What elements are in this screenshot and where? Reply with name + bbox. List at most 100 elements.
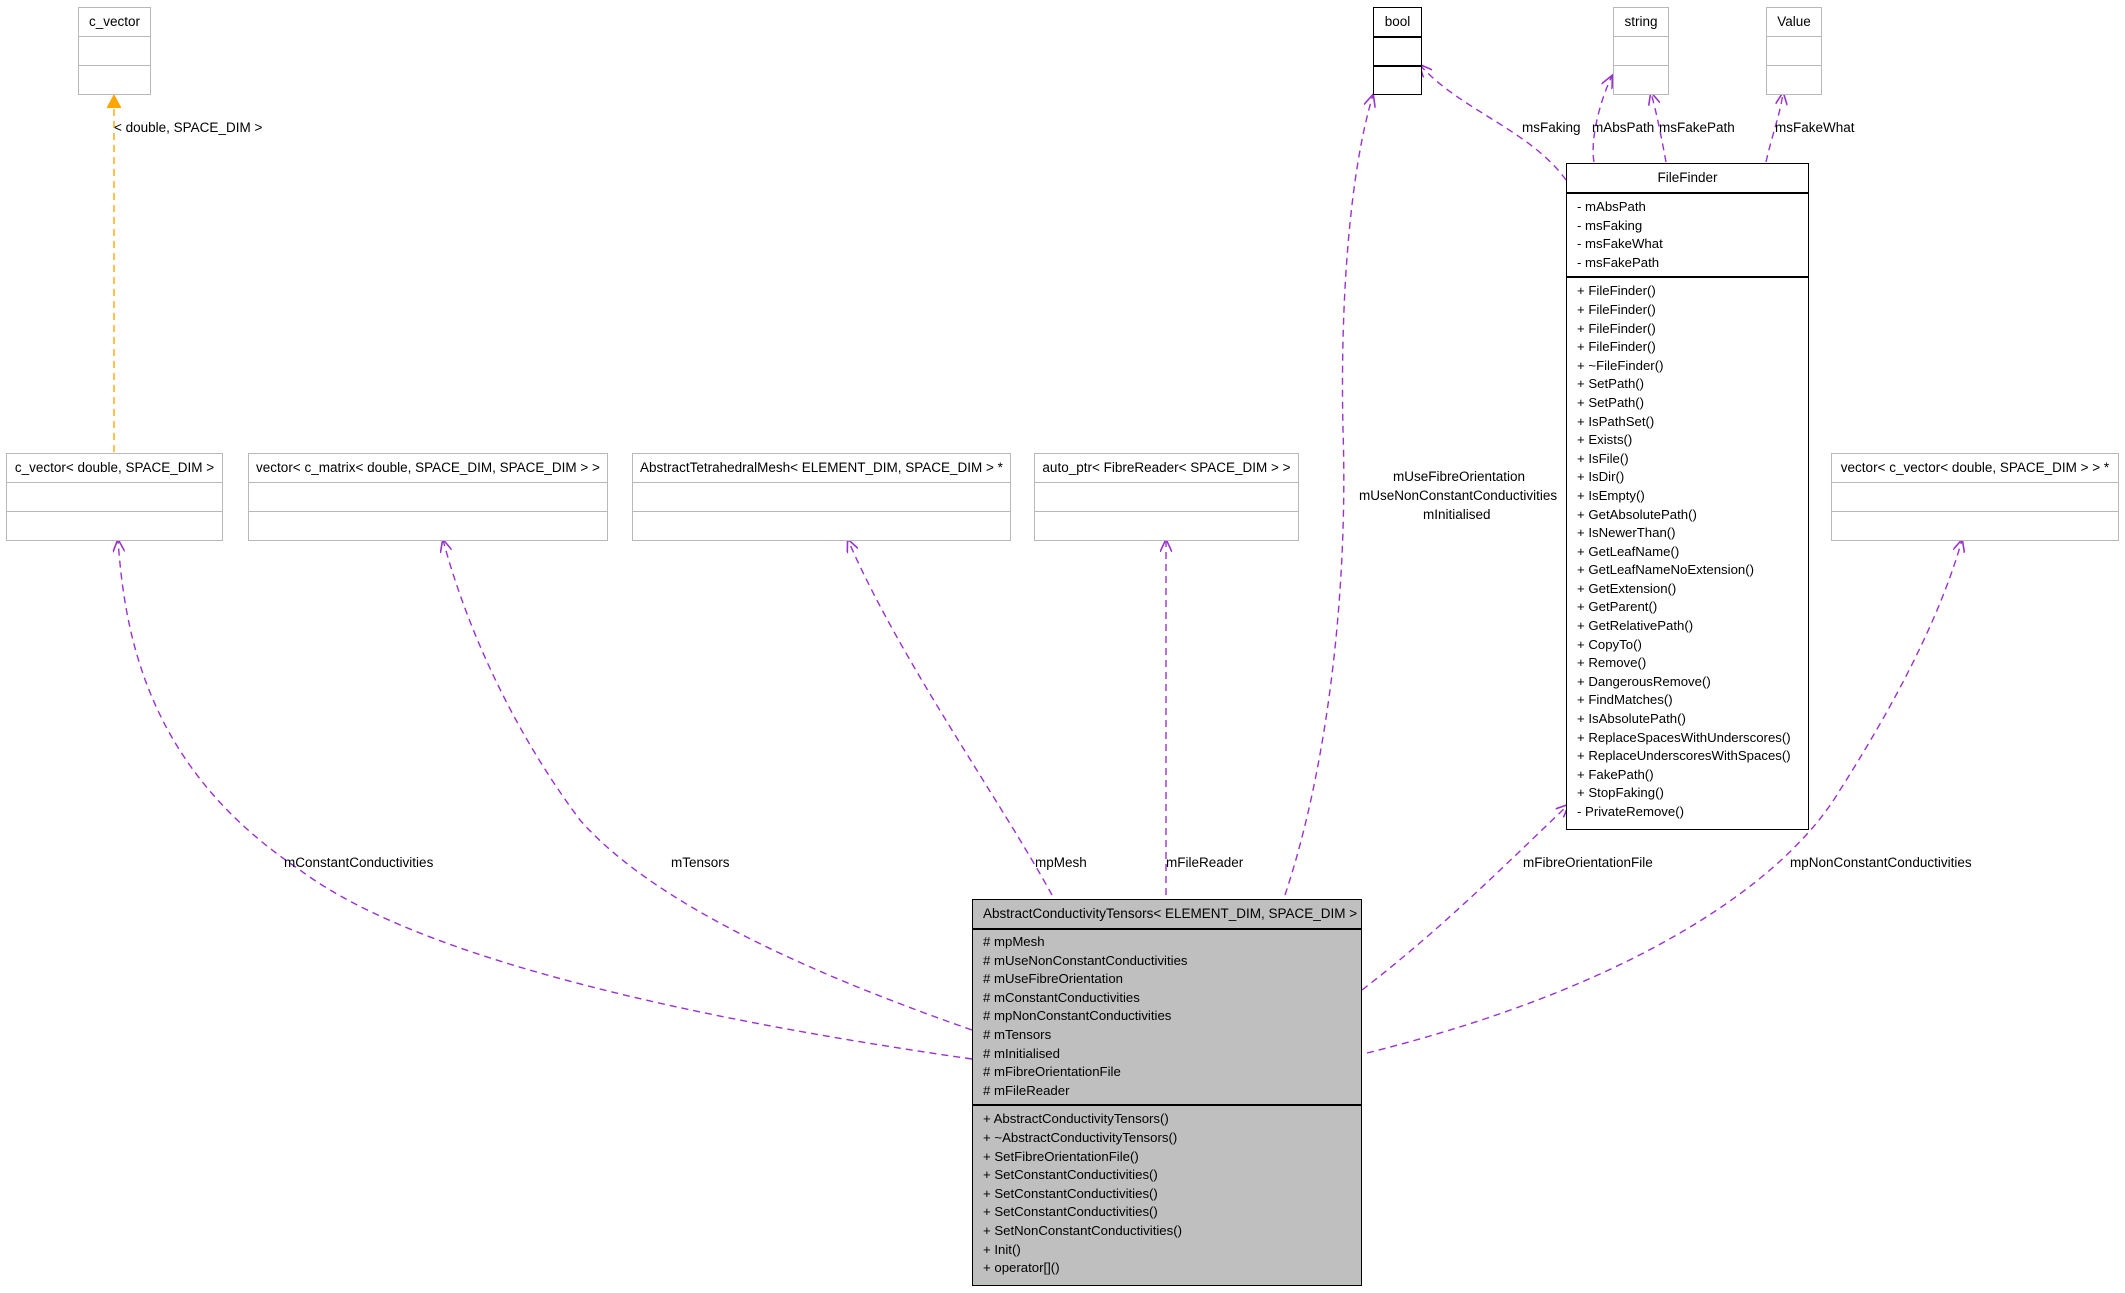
method-row: + CopyTo()	[1577, 636, 1642, 652]
method-row: + SetNonConstantConductivities()	[983, 1222, 1183, 1238]
method-row: + IsPathSet()	[1577, 413, 1655, 429]
method-row: + FileFinder()	[1577, 301, 1656, 317]
node-methods-empty	[1035, 511, 1298, 541]
edge-label-ms-fake-path: msFakePath	[1659, 120, 1735, 135]
method-row: + operator[]()	[983, 1260, 1060, 1276]
edge-label-m-fibre-orientation-file: mFibreOrientationFile	[1523, 855, 1653, 870]
edge-m-tensors	[443, 540, 973, 1031]
node-title: vector< c_matrix< double, SPACE_DIM, SPA…	[256, 460, 600, 475]
method-row: + Exists()	[1577, 432, 1633, 448]
edge-m-constant-conductivities	[118, 540, 973, 1060]
edge-bool-members	[1284, 95, 1373, 896]
node-title: bool	[1384, 14, 1411, 29]
node-attributes-empty	[1035, 482, 1298, 511]
node-attributes-empty	[7, 482, 222, 511]
method-row: + GetExtension()	[1577, 580, 1677, 596]
node-vector-c-matrix[interactable]: vector< c_matrix< double, SPACE_DIM, SPA…	[248, 453, 608, 541]
edge-label-ms-fake-what: msFakeWhat	[1775, 120, 1855, 135]
node-title: string	[1624, 14, 1658, 29]
node-methods-empty	[1767, 65, 1821, 95]
method-row: + SetPath()	[1577, 376, 1645, 392]
attribute-row: # mFileReader	[983, 1082, 1070, 1098]
node-string[interactable]: string	[1613, 7, 1669, 95]
method-row: + SetConstantConductivities()	[983, 1204, 1158, 1220]
node-attributes-empty	[79, 36, 150, 65]
node-title: c_vector< double, SPACE_DIM >	[14, 460, 215, 475]
node-title: c_vector	[88, 14, 141, 29]
tensors-attributes: # mpMesh # mUseNonConstantConductivities…	[973, 928, 1361, 1104]
method-row: + Remove()	[1577, 655, 1647, 671]
method-row: + GetLeafName()	[1577, 543, 1680, 559]
node-title: FileFinder	[1657, 170, 1718, 185]
edge-label-m-abs-path: mAbsPath	[1592, 120, 1655, 135]
node-attributes-empty	[1374, 36, 1421, 65]
method-row: + IsFile()	[1577, 450, 1629, 466]
edge-ms-fake-what	[1765, 93, 1783, 163]
method-row: + FileFinder()	[1577, 283, 1656, 299]
method-row: + ReplaceUnderscoresWithSpaces()	[1577, 748, 1791, 764]
node-title: vector< c_vector< double, SPACE_DIM > > …	[1840, 460, 2110, 475]
attribute-row: # mpNonConstantConductivities	[983, 1008, 1172, 1024]
edge-label-template-arg: < double, SPACE_DIM >	[114, 120, 263, 135]
node-attributes-empty	[1614, 36, 1668, 65]
method-row: + FakePath()	[1577, 766, 1654, 782]
edge-label-bool-member-2: mUseNonConstantConductivities	[1359, 488, 1558, 503]
method-row: + AbstractConductivityTensors()	[983, 1111, 1169, 1127]
node-methods-empty	[1374, 65, 1421, 95]
edge-m-abs-path	[1592, 76, 1612, 163]
attribute-row: # mConstantConductivities	[983, 989, 1140, 1005]
method-row: + FileFinder()	[1577, 320, 1656, 336]
node-bool[interactable]: bool	[1373, 7, 1422, 95]
node-methods-empty	[249, 511, 607, 541]
node-methods-empty	[633, 511, 1010, 541]
node-methods-empty	[1832, 511, 2118, 541]
edge-label-bool-member-3: mInitialised	[1423, 507, 1491, 522]
attribute-row: - mAbsPath	[1577, 199, 1646, 214]
file-finder-methods: + FileFinder() + FileFinder() + FileFind…	[1567, 276, 1808, 823]
method-row: + GetParent()	[1577, 599, 1658, 615]
node-title: auto_ptr< FibreReader< SPACE_DIM > >	[1042, 460, 1291, 475]
node-abstract-conductivity-tensors[interactable]: AbstractConductivityTensors< ELEMENT_DIM…	[972, 899, 1362, 1286]
edge-label-mp-mesh: mpMesh	[1035, 855, 1087, 870]
method-row: + SetPath()	[1577, 394, 1645, 410]
method-row: + GetRelativePath()	[1577, 618, 1694, 634]
node-attributes-empty	[1767, 36, 1821, 65]
node-attributes-empty	[633, 482, 1010, 511]
method-row: + Init()	[983, 1241, 1021, 1257]
node-value[interactable]: Value	[1766, 7, 1822, 95]
node-methods-empty	[79, 65, 150, 95]
edge-m-fibre-orientation-file	[1361, 805, 1568, 991]
node-vector-c-vector-ptr[interactable]: vector< c_vector< double, SPACE_DIM > > …	[1831, 453, 2119, 541]
node-c-vector-template[interactable]: c_vector	[78, 7, 151, 95]
node-auto-ptr-fibre-reader[interactable]: auto_ptr< FibreReader< SPACE_DIM > >	[1034, 453, 1299, 541]
edge-label-bool-member-1: mUseFibreOrientation	[1393, 469, 1526, 484]
attribute-row: # mInitialised	[983, 1045, 1060, 1061]
node-c-vector-double[interactable]: c_vector< double, SPACE_DIM >	[6, 453, 223, 541]
node-methods-empty	[7, 511, 222, 541]
node-title: AbstractConductivityTensors< ELEMENT_DIM…	[983, 906, 1358, 921]
node-abstract-tetrahedral-mesh-ptr[interactable]: AbstractTetrahedralMesh< ELEMENT_DIM, SP…	[632, 453, 1011, 541]
node-title: Value	[1777, 14, 1811, 29]
method-row: - PrivateRemove()	[1577, 804, 1684, 819]
method-row: + DangerousRemove()	[1577, 673, 1711, 689]
attribute-row: # mpMesh	[983, 934, 1045, 949]
edge-label-m-constant-conductivities: mConstantConductivities	[284, 855, 434, 870]
method-row: + IsNewerThan()	[1577, 525, 1676, 541]
tensors-methods: + AbstractConductivityTensors() + ~Abstr…	[973, 1104, 1361, 1279]
method-row: + IsDir()	[1577, 469, 1625, 485]
method-row: + ReplaceSpacesWithUnderscores()	[1577, 729, 1791, 745]
method-row: + IsEmpty()	[1577, 487, 1645, 503]
method-row: + SetConstantConductivities()	[983, 1185, 1158, 1201]
attribute-row: - msFakePath	[1577, 254, 1660, 270]
node-attributes-empty	[249, 482, 607, 511]
node-file-finder[interactable]: FileFinder - mAbsPath - msFaking - msFak…	[1566, 163, 1809, 830]
method-row: + FileFinder()	[1577, 339, 1656, 355]
node-methods-empty	[1614, 65, 1668, 95]
method-row: + FindMatches()	[1577, 692, 1673, 708]
attribute-row: - msFaking	[1577, 217, 1643, 233]
attribute-row: # mFibreOrientationFile	[983, 1064, 1121, 1080]
method-row: + SetFibreOrientationFile()	[983, 1148, 1139, 1164]
node-attributes-empty	[1832, 482, 2118, 511]
